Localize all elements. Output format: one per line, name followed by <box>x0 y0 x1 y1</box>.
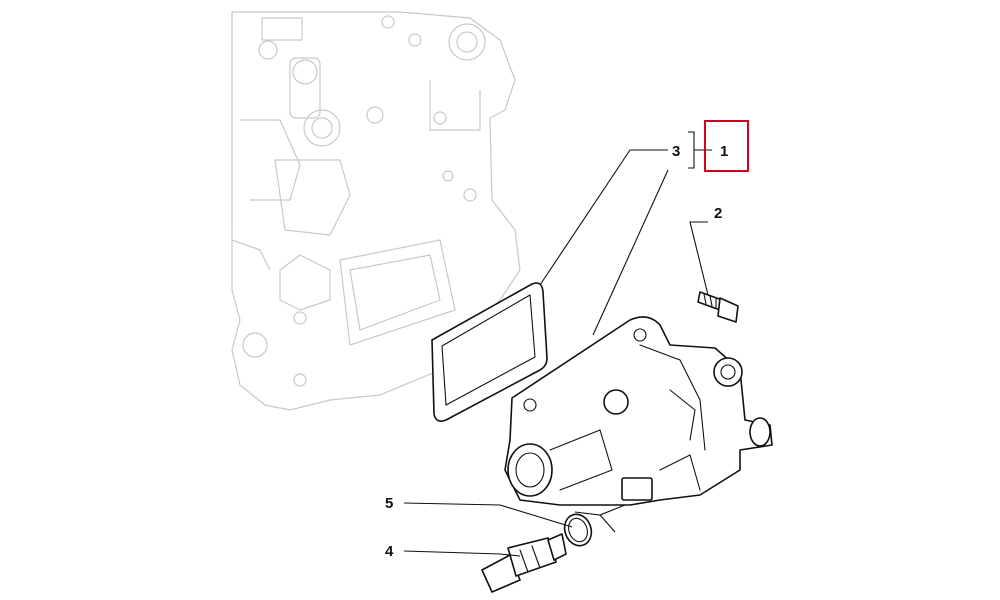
leader-line-4 <box>403 550 521 557</box>
leader-lines <box>403 131 712 557</box>
leader-line-5 <box>403 502 573 528</box>
leader-line-3-gasket <box>539 149 668 286</box>
o-ring-part-5 <box>563 513 593 547</box>
bolt-part-2 <box>697 291 739 323</box>
callout-1-highlight-box <box>704 120 749 172</box>
sensor-part-4 <box>481 533 567 593</box>
gasket-part-3 <box>431 282 548 422</box>
callout-4: 4 <box>385 543 394 560</box>
callout-5: 5 <box>385 495 393 512</box>
assembly-arrow <box>574 504 626 533</box>
leader-line-2 <box>689 221 709 296</box>
leader-line-3-housing <box>592 169 669 336</box>
bracket-3 <box>688 131 695 169</box>
callout-3: 3 <box>672 143 680 160</box>
engine-block-outline <box>231 11 521 411</box>
callout-1: 1 <box>720 143 728 160</box>
thermostat-housing-part-1 <box>504 316 773 506</box>
callout-2: 2 <box>714 205 722 222</box>
